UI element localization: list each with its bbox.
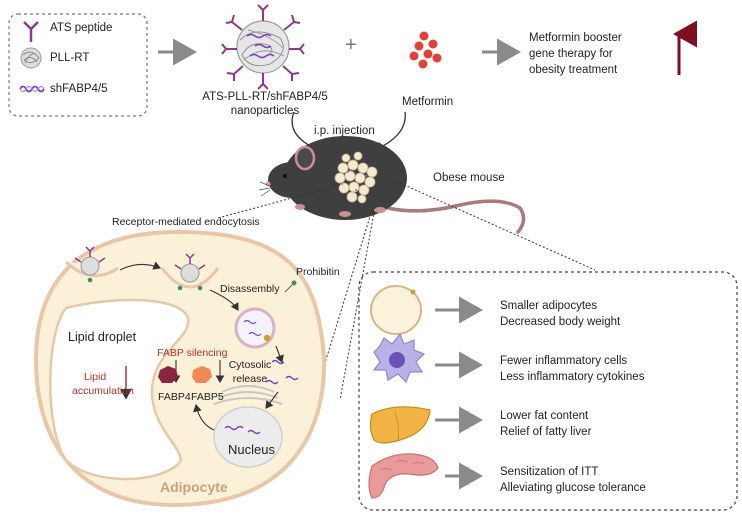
lipid-droplet-label: Lipid droplet <box>68 330 137 344</box>
metformin-icon <box>409 31 442 69</box>
effects-box <box>358 271 738 511</box>
endocytosis-label: Receptor-mediated endocytosis <box>112 216 260 228</box>
nanoparticle-icon <box>221 4 305 90</box>
injection-label: i.p. injection <box>314 125 375 137</box>
legend-box <box>8 13 148 117</box>
cytosolic-release-label: Cytosolic release <box>228 359 272 385</box>
fabp4-label: FABP4 <box>158 391 191 403</box>
adipocyte-label: Adipocyte <box>160 479 228 495</box>
shfabp-icon <box>19 85 45 93</box>
legend-label-ats: ATS peptide <box>50 22 113 34</box>
outcome-label: Metformin booster gene therapy for obesi… <box>529 32 622 76</box>
legend-label-sh: shFABP4/5 <box>50 83 108 95</box>
zoom-line <box>339 206 376 401</box>
liver-icon <box>369 406 431 444</box>
legend-label-pll: PLL-RT <box>50 52 90 64</box>
mouse-label: Obese mouse <box>433 172 505 184</box>
adipocyte-icon <box>370 285 422 335</box>
disassembly-label: Disassembly <box>220 283 280 295</box>
nanoparticle-label: ATS-PLL-RT/shFABP4/5 nanoparticles <box>202 91 328 117</box>
fabp5-label: FABP5 <box>191 391 224 403</box>
zoom-line <box>392 179 596 271</box>
pancreas-icon <box>368 453 439 499</box>
zoom-line <box>217 184 341 219</box>
nucleus-label: Nucleus <box>228 442 275 457</box>
adipocyte-cell <box>33 229 327 508</box>
plus-sign: + <box>345 34 357 56</box>
effect-arrows <box>435 296 483 490</box>
pll-rt-icon <box>20 47 42 69</box>
lipid-accumulation-label: Lipid accumulation <box>72 371 134 397</box>
metformin-label: Metformin <box>402 96 454 108</box>
obese-mouse-icon <box>258 136 526 234</box>
fabp-silencing-label: FABP silencing <box>157 347 228 359</box>
prohibitin-label: Prohibitin <box>296 266 340 278</box>
ats-peptide-icon <box>23 21 39 42</box>
macrophage-icon <box>372 332 426 384</box>
